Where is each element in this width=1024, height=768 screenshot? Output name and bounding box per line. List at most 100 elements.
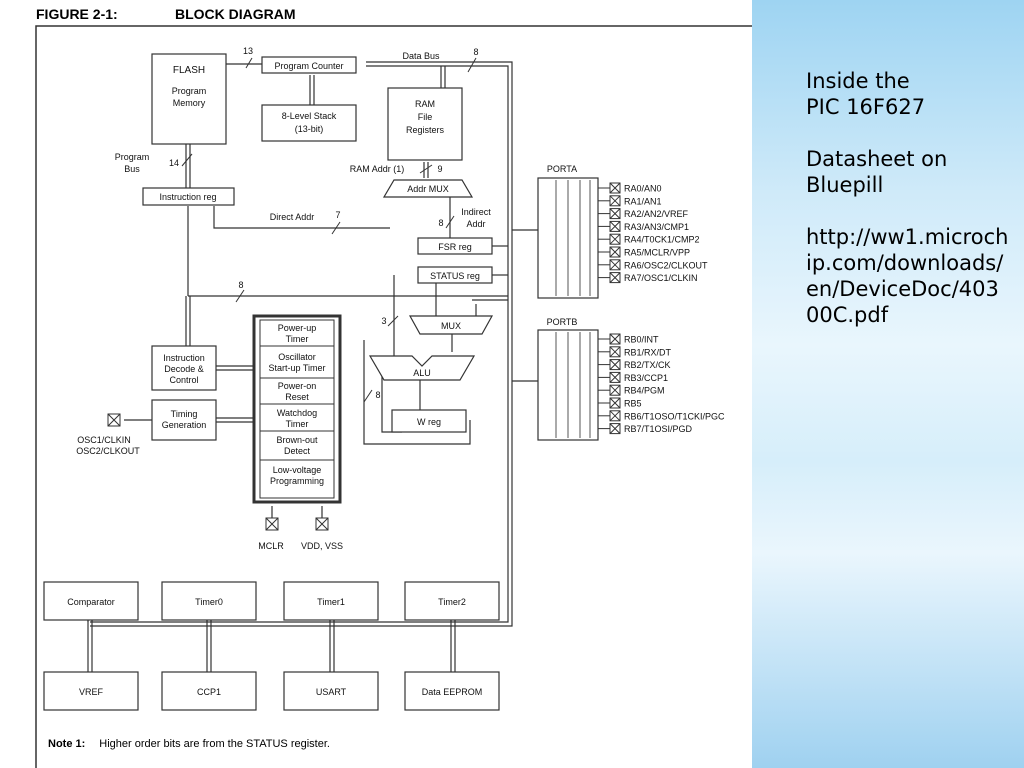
stack-line2: (13-bit) bbox=[295, 124, 324, 134]
porta-pin-label: RA2/AN2/VREF bbox=[624, 209, 689, 219]
timers-group bbox=[252, 314, 342, 504]
porta-pin-cross bbox=[609, 221, 621, 232]
instruction-decode-block bbox=[151, 345, 217, 391]
program-bus-1: Program bbox=[115, 152, 150, 162]
portb-pin-cross bbox=[609, 397, 621, 409]
usart-block bbox=[283, 671, 379, 711]
w-reg-label: W reg bbox=[417, 417, 441, 427]
decode-line2: Decode & bbox=[164, 364, 204, 374]
vdd-vss-label: VDD, VSS bbox=[301, 541, 343, 551]
portb-pin-cross bbox=[609, 372, 621, 383]
portb-pin-cross bbox=[609, 423, 621, 434]
datasheet-figure: FIGURE 2-1: BLOCK DIAGRAM bbox=[35, 6, 752, 768]
block-diagram: RA0/AN0RA1/AN1RA2/AN2/VREFRA3/AN3/CMP1RA… bbox=[35, 25, 752, 768]
instruction-reg-block bbox=[142, 187, 235, 206]
timing-line2: Generation bbox=[162, 420, 207, 430]
porta-title: PORTA bbox=[547, 164, 577, 174]
mux-label: MUX bbox=[441, 321, 461, 331]
porta-pin-label: RA7/OSC1/CLKIN bbox=[624, 273, 698, 283]
ccp1-label: CCP1 bbox=[197, 687, 221, 697]
mux-3: 3 bbox=[381, 316, 386, 326]
porta-pin-cross bbox=[609, 208, 621, 219]
portb-pin-cross bbox=[609, 359, 621, 370]
direct-7: 7 bbox=[335, 210, 340, 220]
stack-block bbox=[261, 104, 357, 142]
timer-ost-2: Start-up Timer bbox=[268, 363, 325, 373]
eeprom-label: Data EEPROM bbox=[422, 687, 483, 697]
pc-label: Program Counter bbox=[274, 61, 343, 71]
ram-line3: Registers bbox=[406, 125, 445, 135]
timer-lvp-1: Low-voltage bbox=[273, 465, 322, 475]
timer-bod-2: Detect bbox=[284, 446, 311, 456]
timer-pu-1: Power-up bbox=[278, 323, 317, 333]
direct-addr-label: Direct Addr bbox=[270, 212, 315, 222]
timer-bod-1: Brown-out bbox=[276, 435, 318, 445]
addr-mux-label: Addr MUX bbox=[407, 184, 449, 194]
ccp1-block bbox=[161, 671, 257, 711]
ram-addr-9: 9 bbox=[437, 164, 442, 174]
figure-label: FIGURE 2-1: bbox=[36, 6, 118, 22]
ram-line1: RAM bbox=[415, 99, 435, 109]
timer0-label: Timer0 bbox=[195, 597, 223, 607]
portb-pin-label: RB2/TX/CK bbox=[624, 360, 671, 370]
portb-pin-cross bbox=[609, 346, 621, 358]
timer-por-1: Power-on bbox=[278, 381, 317, 391]
portb-pin-cross bbox=[609, 384, 621, 396]
porta-pin-label: RA3/AN3/CMP1 bbox=[624, 222, 689, 232]
ram-line2: File bbox=[418, 112, 433, 122]
fsr-reg-block bbox=[417, 237, 493, 255]
indirect-2: Addr bbox=[466, 219, 485, 229]
status-label: STATUS reg bbox=[430, 271, 480, 281]
portb-pin-label: RB6/T1OSO/T1CKI/PGC bbox=[624, 411, 725, 421]
data-bus-label: Data Bus bbox=[402, 51, 440, 61]
timer-wdt-2: Timer bbox=[286, 419, 309, 429]
alu-label: ALU bbox=[413, 368, 431, 378]
flash-block bbox=[151, 53, 227, 145]
program-counter-block bbox=[261, 56, 357, 74]
portb-pin-label: RB5 bbox=[624, 399, 642, 409]
porta-pin-cross bbox=[609, 246, 621, 258]
slide-title-1: Inside the bbox=[806, 69, 910, 93]
vref-block bbox=[43, 671, 139, 711]
slide-subtitle-1: Datasheet on bbox=[806, 147, 948, 171]
comparator-block bbox=[43, 581, 139, 621]
timing-generation-block bbox=[151, 399, 217, 441]
indirect-1: Indirect bbox=[461, 207, 491, 217]
porta-pin-label: RA5/MCLR/VPP bbox=[624, 248, 690, 258]
flash-line3: Memory bbox=[173, 98, 206, 108]
usart-label: USART bbox=[316, 687, 347, 697]
decode-line1: Instruction bbox=[163, 353, 205, 363]
datasheet-link[interactable]: http://ww1.microchip.com/downloads/en/De… bbox=[806, 225, 1009, 327]
portb-pin-cross bbox=[609, 410, 621, 422]
figure-title: BLOCK DIAGRAM bbox=[175, 6, 296, 22]
porta-pin-cross bbox=[609, 272, 621, 283]
bus-8-mid: 8 bbox=[238, 280, 243, 290]
addr-mux-block bbox=[382, 179, 474, 198]
w-8: 8 bbox=[375, 390, 380, 400]
ram-block bbox=[387, 87, 463, 161]
timer-lvp-2: Programming bbox=[270, 476, 324, 486]
timer2-label: Timer2 bbox=[438, 597, 466, 607]
porta-pin-cross bbox=[609, 233, 621, 245]
stack-line1: 8-Level Stack bbox=[282, 111, 337, 121]
portb-pin-cross bbox=[609, 333, 621, 345]
portb-pin-label: RB7/T1OSI/PGD bbox=[624, 424, 693, 434]
porta-pin-cross bbox=[609, 259, 621, 271]
program-bus-2: Bus bbox=[124, 164, 140, 174]
status-reg-block bbox=[417, 266, 493, 284]
ir-label: Instruction reg bbox=[159, 192, 216, 202]
slide-title-2: PIC 16F627 bbox=[806, 95, 926, 119]
timer1-block bbox=[283, 581, 379, 621]
bus-8-top: 8 bbox=[473, 47, 478, 57]
timer-wdt-1: Watchdog bbox=[277, 408, 317, 418]
slide-subtitle-2: Bluepill bbox=[806, 173, 884, 197]
note-label: Note 1: bbox=[48, 738, 86, 750]
timer1-label: Timer1 bbox=[317, 597, 345, 607]
porta-pin-label: RA4/T0CK1/CMP2 bbox=[624, 235, 700, 245]
timing-line1: Timing bbox=[171, 409, 198, 419]
timer0-block bbox=[161, 581, 257, 621]
portb-pin-label: RB0/INT bbox=[624, 335, 659, 345]
portb-pins: RB0/INTRB1/RX/DTRB2/TX/CKRB3/CCP1RB4/PGM… bbox=[598, 333, 725, 435]
fsr-label: FSR reg bbox=[438, 242, 472, 252]
